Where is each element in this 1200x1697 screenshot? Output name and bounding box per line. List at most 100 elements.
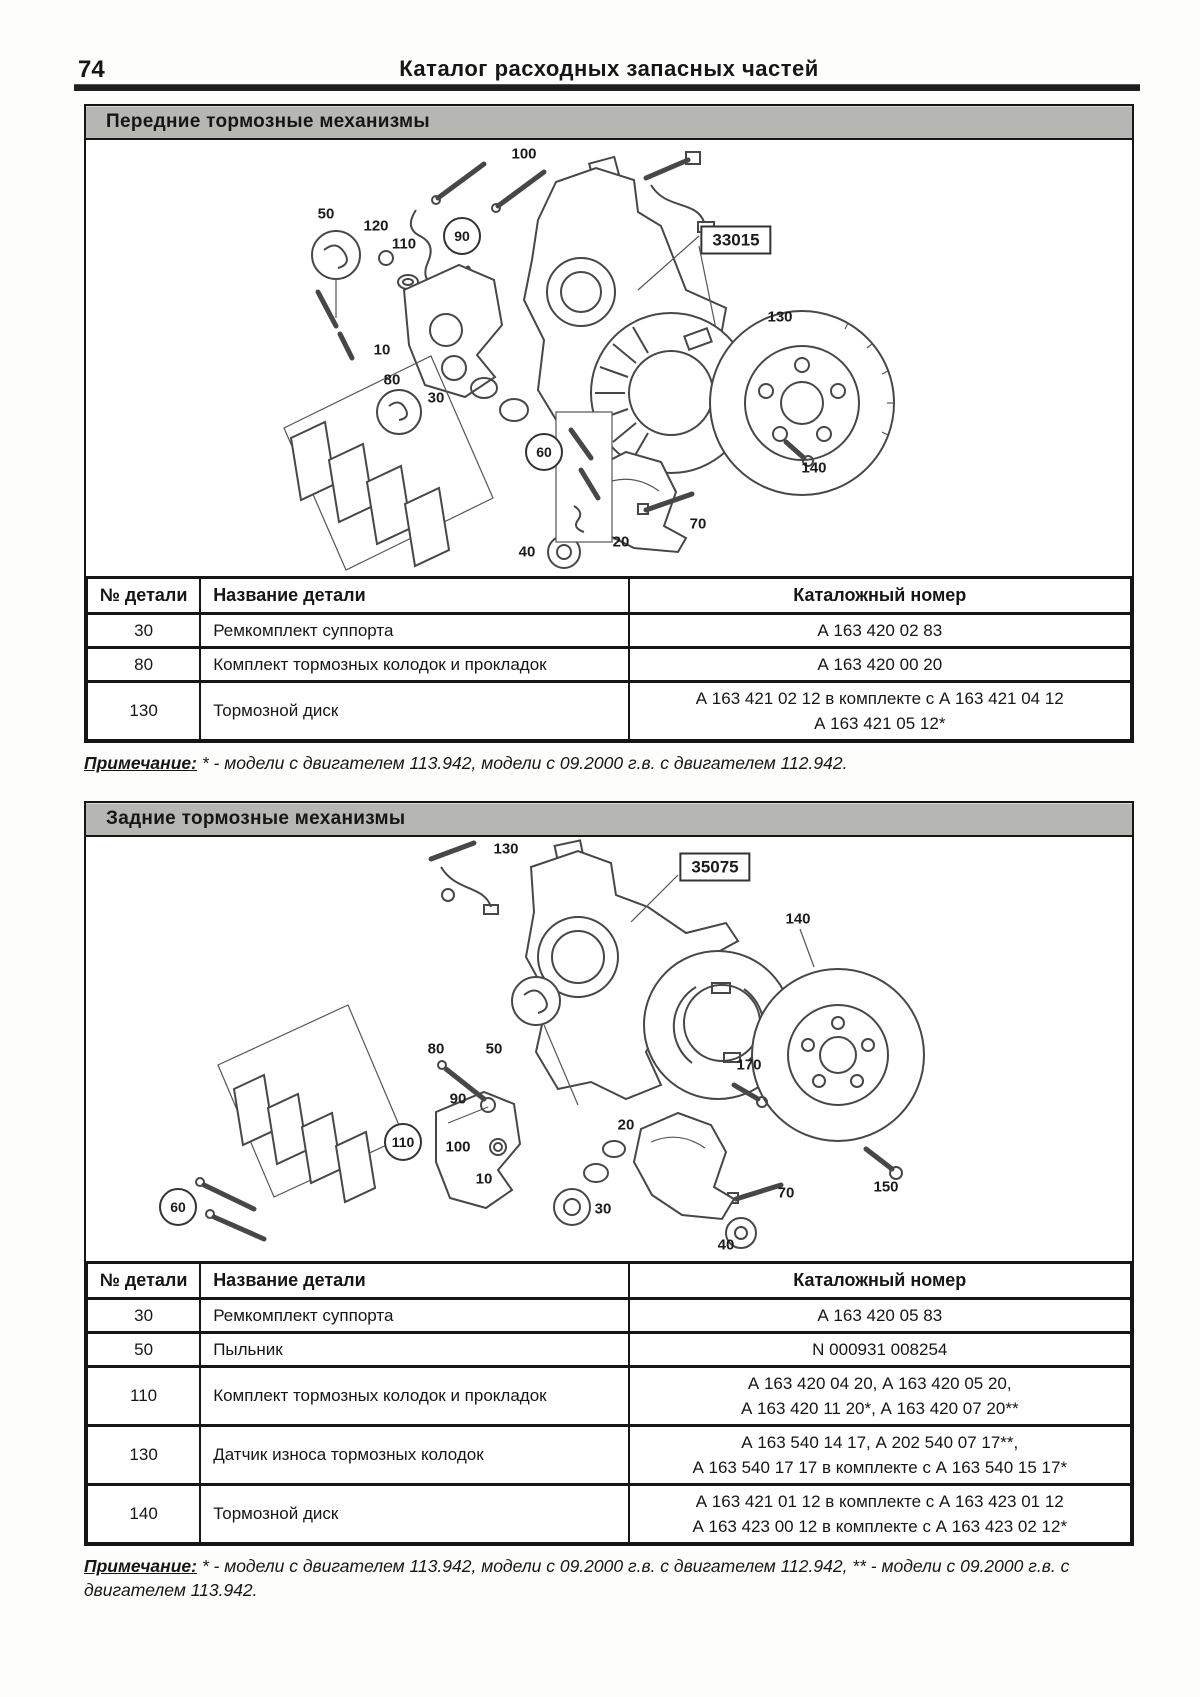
- column-header: Каталожный номер: [627, 576, 1133, 615]
- part-name-cell: Пыльник: [199, 1331, 630, 1368]
- part-name-cell: Тормозной диск: [199, 680, 630, 741]
- part-name-cell: Ремкомплект суппорта: [199, 612, 630, 649]
- grommet-drawing: [547, 535, 581, 569]
- pin-kit-drawing: [195, 1177, 267, 1242]
- part-callout-90: 90: [443, 217, 481, 255]
- part-name-cell: Тормозной диск: [199, 1483, 630, 1544]
- part-number-cell: 130: [85, 1424, 202, 1486]
- part-name-cell: Комплект тормозных колодок и прокладок: [199, 1365, 630, 1427]
- column-header: Каталожный номер: [627, 1261, 1133, 1300]
- part-callout-90: 90: [449, 1090, 467, 1108]
- part-callout-20: 20: [617, 1116, 635, 1134]
- part-number-cell: 50: [85, 1331, 202, 1368]
- column-header: Название детали: [199, 576, 630, 615]
- grommet-drawing: [553, 1140, 757, 1249]
- part-number-cell: 130: [85, 680, 202, 741]
- part-callout-33015: 33015: [700, 225, 772, 255]
- column-header: № детали: [85, 576, 202, 615]
- rear-section-title: Задние тормозные механизмы: [86, 803, 1132, 837]
- page-header: 74 Каталог расходных запасных частей: [74, 0, 1140, 91]
- front-brakes-section: Передние тормозные механизмы: [84, 104, 1134, 743]
- page-number: 74: [78, 56, 105, 83]
- part-name-cell: Комплект тормозных колодок и прокладок: [199, 646, 630, 683]
- part-callout-50: 50: [485, 1040, 503, 1058]
- bolts-drawing: [727, 1082, 903, 1204]
- part-number-cell: 30: [85, 612, 202, 649]
- page-title: Каталог расходных запасных частей: [399, 56, 819, 81]
- part-callout-60: 60: [159, 1188, 197, 1226]
- part-name-cell: Ремкомплект суппорта: [199, 1297, 630, 1334]
- part-callout-100: 100: [445, 1138, 471, 1156]
- part-callout-140: 140: [785, 910, 811, 928]
- catalog-number-cell: А 163 421 01 12 в комплекте с А 163 423 …: [627, 1483, 1133, 1544]
- front-section-title: Передние тормозные механизмы: [86, 106, 1132, 140]
- part-number-cell: 140: [85, 1483, 202, 1544]
- part-callout-70: 70: [689, 515, 707, 533]
- part-callout-120: 120: [363, 217, 389, 235]
- part-callout-100: 100: [511, 145, 537, 163]
- part-callout-30: 30: [427, 389, 445, 407]
- catalog-number-cell: А 163 540 14 17, А 202 540 07 17**,А 163…: [627, 1424, 1133, 1486]
- wear-sensor-drawing: [428, 840, 499, 915]
- leader-lines: [630, 874, 815, 968]
- part-callout-20: 20: [612, 533, 630, 551]
- part-callout-30: 30: [594, 1200, 612, 1218]
- front-brake-drawing: [283, 151, 895, 571]
- catalog-number-cell: А 163 420 05 83: [627, 1297, 1133, 1334]
- part-callout-130: 130: [767, 308, 793, 326]
- catalog-number-cell: А 163 421 02 12 в комплекте с А 163 421 …: [627, 680, 1133, 741]
- catalog-number-cell: А 163 420 02 83: [627, 612, 1133, 649]
- part-number-cell: 30: [85, 1297, 202, 1334]
- part-callout-110: 110: [391, 235, 417, 253]
- part-callout-60: 60: [525, 433, 563, 471]
- part-number-cell: 80: [85, 646, 202, 683]
- part-callout-110: 110: [384, 1123, 422, 1161]
- brake-disc-drawing: [751, 968, 925, 1142]
- part-name-cell: Датчик износа тормозных колодок: [199, 1424, 630, 1486]
- column-header: Название детали: [199, 1261, 630, 1300]
- disc-screw-drawing: [783, 439, 814, 467]
- note-text: * - модели с двигателем 113.942, модели …: [84, 1556, 1070, 1600]
- part-callout-70: 70: [777, 1184, 795, 1202]
- part-callout-150: 150: [873, 1178, 899, 1196]
- note-text: * - модели с двигателем 113.942, модели …: [196, 753, 848, 773]
- guide-parts-drawing: [437, 976, 579, 1156]
- part-callout-140: 140: [801, 459, 827, 477]
- catalog-number-cell: N 000931 008254: [627, 1331, 1133, 1368]
- note-label: Примечание:: [84, 753, 197, 773]
- caliper-housing-drawing: [402, 263, 504, 399]
- part-callout-40: 40: [518, 543, 536, 561]
- note-label: Примечание:: [84, 1556, 197, 1576]
- brake-disc-drawing: [709, 310, 895, 496]
- part-callout-50: 50: [317, 205, 335, 223]
- catalog-number-cell: А 163 420 04 20, А 163 420 05 20,А 163 4…: [627, 1365, 1133, 1427]
- column-header: № детали: [85, 1261, 202, 1300]
- part-callout-130: 130: [493, 840, 519, 858]
- rear-brake-drawing: [195, 839, 925, 1249]
- part-callout-80: 80: [383, 371, 401, 389]
- part-callout-80: 80: [427, 1040, 445, 1058]
- rear-note: Примечание: * - модели с двигателем 113.…: [84, 1554, 1134, 1602]
- front-note: Примечание: * - модели с двигателем 113.…: [84, 751, 1134, 775]
- part-callout-35075: 35075: [679, 852, 751, 882]
- rear-brakes-section: Задние тормозные механизмы: [84, 801, 1134, 1546]
- caliper-drawing: [632, 1111, 736, 1221]
- part-number-cell: 110: [85, 1365, 202, 1427]
- caliper-bracket-drawing: [435, 1090, 522, 1210]
